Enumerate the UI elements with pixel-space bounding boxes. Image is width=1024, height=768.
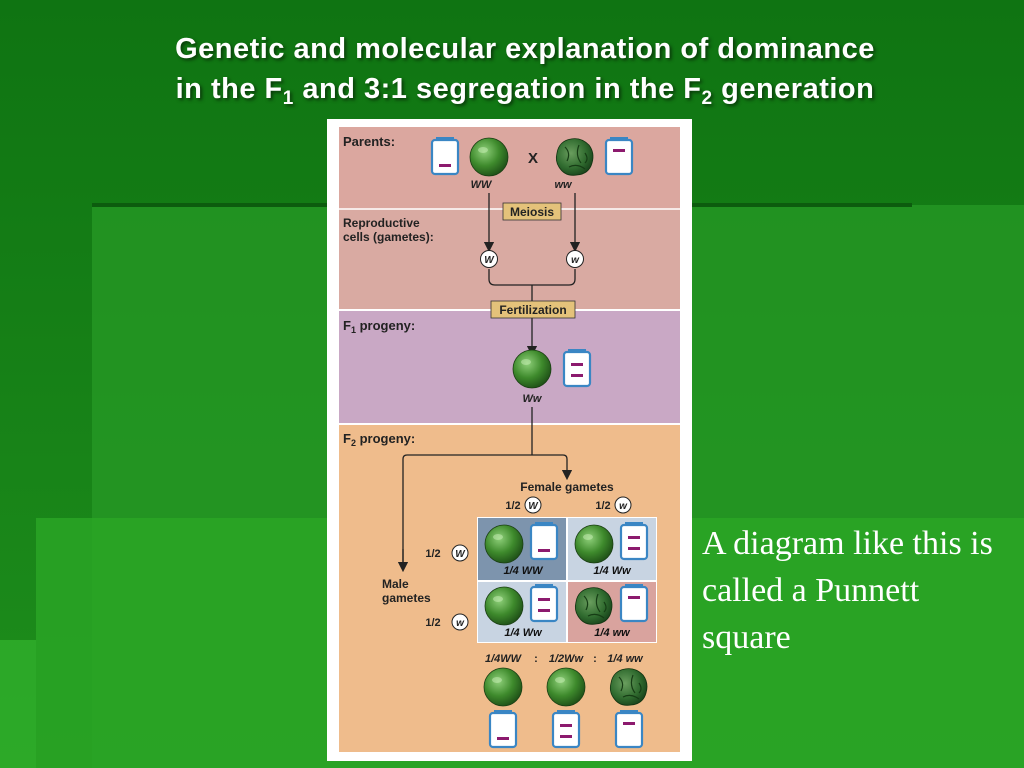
cell-ww-dominant-label: 1/4 WW (503, 565, 544, 577)
punnett-square: 1/4 WW 1/4 Ww 1/4 Ww 1/4 ww (477, 517, 657, 643)
female-gamete1-allele: W (528, 501, 539, 512)
cell2-pea-icon (574, 524, 614, 564)
wrinkled-pea-icon (555, 138, 594, 176)
punnett-diagram: Parents: X WW ww Meiosis Reproductive ce… (327, 119, 692, 761)
gamete1-allele: W (484, 255, 495, 266)
parents-label: Parents: (343, 134, 395, 149)
offspring-ww-dominant-chromosome-icon (488, 709, 518, 749)
female-gamete2-fraction: 1/2 (595, 500, 610, 512)
f1-smooth-pea-icon (512, 349, 552, 389)
slide-title-line-2: in the F1 and 3:1 segregation in the F2 … (175, 73, 875, 109)
ratio-sep2: : (593, 653, 597, 665)
offspring-ww-dominant-pea-icon (483, 667, 523, 707)
cell4-chromosome-icon (619, 583, 649, 623)
slide-caption: A diagram like this is called a Punnett … (702, 525, 993, 656)
gametes-label-line1: Reproductive (343, 216, 420, 230)
male-gametes-label-line1: Male (382, 577, 409, 591)
ratio-part3: 1/4 ww (607, 653, 644, 665)
cell-ww-het-1-label: 1/4 Ww (593, 565, 632, 577)
gametes-band (339, 209, 680, 309)
parent2-chromosome-icon (604, 136, 634, 176)
gametes-label-line2: cells (gametes): (343, 230, 434, 244)
male-gamete2-allele: w (456, 618, 465, 629)
female-gamete1-fraction: 1/2 (505, 500, 520, 512)
male-gamete2-fraction: 1/2 (425, 617, 440, 629)
parent1-genotype: WW (471, 179, 493, 191)
parent2-genotype: ww (554, 179, 573, 191)
fertilization-box (490, 300, 576, 319)
cell-ww-het-2-label: 1/4 Ww (504, 627, 543, 639)
cell4-pea-icon (574, 586, 613, 625)
meiosis-label: Meiosis (510, 205, 554, 219)
fertilization-label: Fertilization (499, 303, 566, 317)
offspring-ww-recessive-pea-icon (609, 667, 648, 706)
f1-band (339, 311, 680, 423)
ratio-part1: 1/4WW (485, 653, 523, 665)
punnett-diagram-panel: Parents: X WW ww Meiosis Reproductive ce… (327, 119, 692, 761)
parent1-chromosome-icon (430, 136, 460, 176)
smooth-pea-icon (469, 137, 509, 177)
cell1-chromosome-icon (529, 521, 559, 561)
decor-block-left (0, 640, 36, 768)
cell1-pea-icon (484, 524, 524, 564)
f2-label: F2 progeny: (343, 431, 415, 448)
cross-symbol: X (528, 150, 538, 167)
male-gamete1-fraction: 1/2 (425, 548, 440, 560)
female-gamete2-allele: w (619, 501, 628, 512)
cell3-chromosome-icon (529, 583, 559, 623)
female-gametes-label: Female gametes (520, 480, 614, 494)
f1-label: F1 progeny: (343, 318, 415, 335)
gamete2-allele: w (571, 255, 580, 266)
cell3-pea-icon (484, 586, 524, 626)
meiosis-box (502, 202, 562, 221)
offspring-ww-recessive-chromosome-icon (614, 709, 644, 749)
ratio-sep1: : (534, 653, 538, 665)
cell2-chromosome-icon (619, 521, 649, 561)
male-gamete1-allele: W (455, 549, 466, 560)
cell-ww-recessive-label: 1/4 ww (594, 627, 631, 639)
ratio-part2: 1/2Ww (549, 653, 585, 665)
offspring-ww-het-chromosome-icon (551, 709, 581, 749)
male-gametes-label-line2: gametes (382, 591, 431, 605)
f1-genotype: Ww (523, 393, 543, 405)
f1-chromosome-icon (562, 348, 592, 388)
slide-title-line-1: Genetic and molecular explanation of dom… (175, 33, 875, 65)
offspring-ww-het-pea-icon (546, 667, 586, 707)
